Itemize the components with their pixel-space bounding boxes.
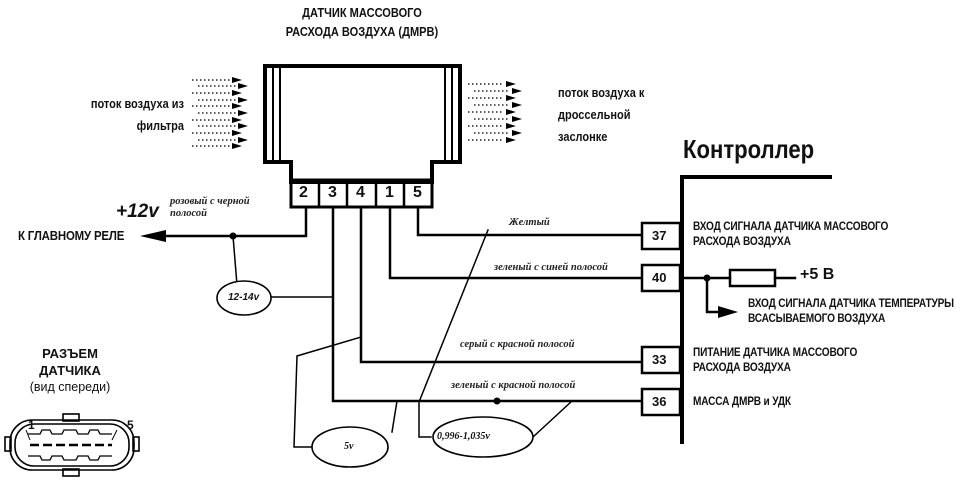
connector-line2: ДАТЧИКА [39,363,101,378]
airflow-arrowhead-icon [238,97,248,103]
airflow-out-line2: дроссельной [558,108,631,122]
measure-signal-voltage: 0,996-1,035v [437,431,490,442]
sensor-body [263,64,462,184]
airflow-arrowhead-icon [238,137,248,143]
controller-pin-33: 33 [652,352,667,367]
airflow-out-line1: поток воздуха к [558,86,645,100]
wire-pin5 [416,205,642,237]
connector-line1: РАЗЪЕМ [42,346,98,361]
airflow-arrowhead-icon [512,116,522,122]
relay-wire-color: розовый с черной полосой [170,196,250,220]
measure-5v [311,426,389,468]
airflow-out-arrows [468,81,522,143]
airflow-out-line3: заслонке [558,130,608,144]
wire-label-pin4: серый с красной полосой [460,339,575,350]
resistor [728,268,777,288]
measure-signal [432,416,534,458]
controller-pin-40: 40 [652,270,667,285]
airflow-arrowhead-icon [506,95,516,101]
pin-33-line2: РАСХОДА ВОЗДУХА [693,362,791,374]
connector-label: РАЗЪЕМ ДАТЧИКА (вид спереди) [20,345,120,396]
wire-label-pin5: Желтый [509,217,550,228]
controller-pin-36: 36 [652,394,667,409]
measure-12-14v [216,280,272,316]
airflow-arrowhead-icon [238,123,248,129]
airflow-arrowhead-icon [506,109,516,115]
sensor-title: ДАТЧИК МАССОВОГО РАСХОДА ВОЗДУХА (ДМРВ) [277,3,447,41]
wire-label-pin3: зеленый с красной полосой [451,380,576,391]
relay-voltage: +12v [116,201,159,222]
sensor-pin-1: 1 [385,184,394,201]
sensor-pin-4: 4 [356,184,365,201]
wire-pin1 [388,205,642,280]
connector-drawing [4,413,140,477]
controller-pin-37: 37 [652,228,667,243]
airflow-arrowhead-icon [238,110,248,116]
plus-5v-label: +5 В [800,266,835,283]
controller-pin-37-label: ВХОД СИГНАЛА ДАТЧИКА МАССОВОГО РАСХОДА В… [693,220,888,250]
sensor-pin-2: 2 [299,184,308,201]
connector-pin-first: 1 [28,418,35,432]
sensor-pin-5: 5 [413,184,422,201]
arrow-left-icon [140,230,166,242]
airflow-in-line1: поток воздуха из [90,97,184,111]
controller-pin-33-label: ПИТАНИЕ ДАТЧИКА МАССОВОГО РАСХОДА ВОЗДУХ… [693,346,857,376]
wire-label-pin1: зеленый с синей полосой [494,262,608,273]
airflow-arrowhead-icon [232,103,242,109]
relay-wire-color-line1: розовый с черной [170,196,250,207]
controller-pin-36-label: МАССА ДМРВ и УДК [693,396,791,408]
airflow-arrowhead-icon [232,77,242,83]
wire-pin3 [331,205,642,403]
airflow-arrowhead-icon [512,102,522,108]
airflow-in-line2: фильтра [136,119,184,133]
temp-line1: ВХОД СИГНАЛА ДАТЧИКА ТЕМПЕРАТУРЫ [748,298,954,310]
airflow-arrowhead-icon [232,143,242,149]
airflow-arrowhead-icon [506,137,516,143]
connector-line3: (вид спереди) [29,380,111,394]
airflow-arrowhead-icon [512,88,522,94]
wire-pin2 [158,205,308,238]
pin-37-line2: РАСХОДА ВОЗДУХА [693,236,791,248]
airflow-out-label: поток воздуха к дроссельной заслонке [558,82,644,148]
temp-sensor-label: ВХОД СИГНАЛА ДАТЧИКА ТЕМПЕРАТУРЫ ВСАСЫВА… [748,297,954,327]
sensor-title-line2: РАСХОДА ВОЗДУХА (ДМРВ) [285,24,439,39]
sensor-pin-3: 3 [328,184,337,201]
relay-wire-color-line2: полосой [170,208,207,219]
airflow-in-arrows [192,77,248,149]
wire-pin4 [359,205,642,364]
airflow-arrowhead-icon [232,90,242,96]
relay-label: К ГЛАВНОМУ РЕЛЕ [18,228,125,243]
controller-title: Контроллер [683,134,815,164]
pin-37-line1: ВХОД СИГНАЛА ДАТЧИКА МАССОВОГО [693,221,889,233]
airflow-arrowhead-icon [238,83,248,89]
controller-bar [680,175,832,444]
airflow-arrowhead-icon [232,117,242,123]
sensor-title-line1: ДАТЧИК МАССОВОГО [302,5,422,20]
temp-line2: ВСАСЫВАЕМОГО ВОЗДУХА [748,313,886,325]
pin-33-line1: ПИТАНИЕ ДАТЧИКА МАССОВОГО [693,347,858,359]
airflow-arrowhead-icon [506,81,516,87]
airflow-arrowhead-icon [512,130,522,136]
arrow-right-icon [718,306,738,318]
airflow-arrowhead-icon [232,130,242,136]
airflow-arrowhead-icon [506,123,516,129]
connector-pin-last: 5 [127,418,134,432]
airflow-in-label: поток воздуха из фильтра [83,93,184,137]
measure-supply-voltage: 5v [344,441,354,452]
measure-relay-voltage: 12-14v [228,292,260,303]
